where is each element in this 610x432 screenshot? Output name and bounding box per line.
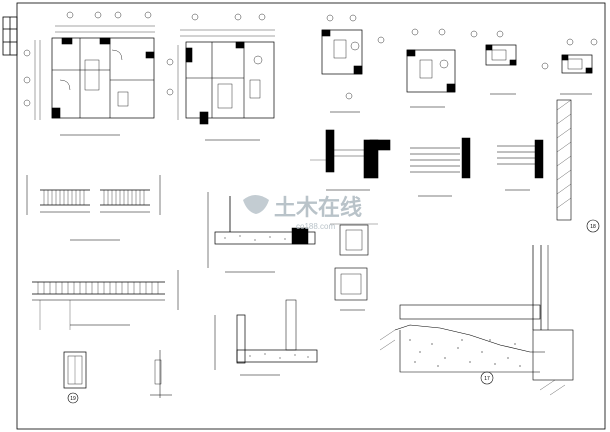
soil-hatch <box>379 329 566 396</box>
slab-section-b <box>214 299 318 376</box>
detail-number-18: 18 <box>590 224 596 230</box>
watermark-domain: co188.com <box>296 222 335 231</box>
detail-callout-18 <box>586 219 600 233</box>
detail-number-17: 17 <box>484 376 490 382</box>
plan-1-dimension-lines <box>34 25 155 120</box>
plan-2-grid-bubbles <box>166 13 266 96</box>
detail-callout-19 <box>67 392 79 404</box>
concrete-stipple-b <box>249 353 309 359</box>
railing-elevation-long <box>32 270 179 330</box>
railing-balusters-b <box>103 190 145 205</box>
watermark: 土木在线 co188.com <box>243 195 362 231</box>
floor-plan-2 <box>166 13 275 141</box>
railing-balusters-a <box>43 190 85 205</box>
gravel-fill-stipple <box>409 339 521 367</box>
tread-lines <box>410 147 460 173</box>
slab-section-a <box>207 192 316 273</box>
floor-plan-1 <box>23 11 155 136</box>
beam-section-detail <box>330 223 378 256</box>
lintel-section <box>310 129 391 191</box>
column-section-detail <box>334 267 368 311</box>
watermark-logo-icon <box>243 195 269 214</box>
detail-number-19: 19 <box>70 396 76 402</box>
railing-elevation-a <box>26 175 120 241</box>
wall-elevation-detail: 18 <box>556 99 600 233</box>
foundation-section-detail: 17 <box>379 245 574 396</box>
watermark-brand: 土木在线 <box>274 195 362 220</box>
toilet-plan-b <box>377 28 456 108</box>
wall-hatch <box>556 99 572 209</box>
toilet-plan-a <box>321 14 363 113</box>
sill-section-detail <box>150 350 172 398</box>
concrete-stipple-a <box>224 235 301 241</box>
plan-1-grid-bubbles <box>23 11 152 107</box>
toilet-plan-c <box>470 30 517 95</box>
railing-balusters-long <box>37 282 159 294</box>
stair-detail-section-b <box>497 139 544 191</box>
plan-2-dimension-lines <box>177 29 275 120</box>
railing-elevation-b <box>100 175 161 215</box>
window-elevation-detail: 19 <box>63 351 87 404</box>
toilet-plan-d <box>541 38 598 95</box>
detail-callout-17 <box>480 371 494 385</box>
stair-detail-section-a <box>410 137 471 197</box>
